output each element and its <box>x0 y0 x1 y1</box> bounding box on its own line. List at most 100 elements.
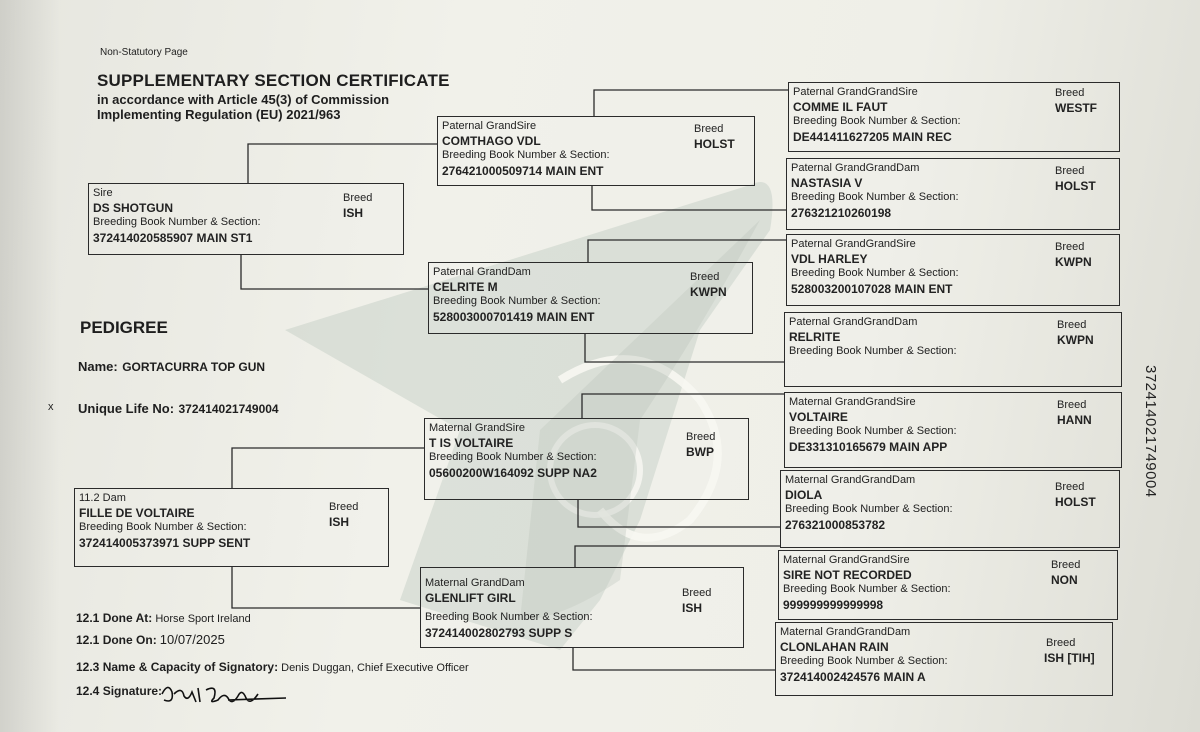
dam-book: 372414005373971 SUPP SENT <box>79 536 251 550</box>
ggp-name: COMME IL FAUT <box>793 100 888 114</box>
mgs-book-label: Breeding Book Number & Section: <box>429 451 597 463</box>
pgd-book-label: Breeding Book Number & Section: <box>433 295 601 307</box>
pgs-breed-label: Breed <box>694 123 724 135</box>
mgd-breed-label: Breed <box>682 587 712 599</box>
pgs-book-label: Breeding Book Number & Section: <box>442 149 610 161</box>
ggp-book-label: Breeding Book Number & Section: <box>783 583 951 595</box>
ulu-label: Unique Life No: <box>78 401 175 416</box>
pgd-name: CELRITE M <box>433 280 498 294</box>
ggp-role: Paternal GrandGrandDam <box>791 162 920 174</box>
mgs-breed: BWP <box>686 445 714 459</box>
ggp-name: DIOLA <box>785 488 823 502</box>
ggp-box: Paternal GrandGrandSire VDL HARLEY Breed… <box>786 234 1120 306</box>
ggp-name: RELRITE <box>789 330 841 344</box>
ggp-breed: KWPN <box>1055 255 1092 269</box>
ggp-breed-label: Breed <box>1055 87 1085 99</box>
mgd-role: Maternal GrandDam <box>425 577 525 589</box>
sire-book: 372414020585907 MAIN ST1 <box>93 231 253 245</box>
non-statutory-label: Non-Statutory Page <box>100 47 188 58</box>
dam-breed-label: Breed <box>329 501 359 513</box>
ggp-breed: HOLST <box>1055 179 1096 193</box>
mgs-book: 05600200W164092 SUPP NA2 <box>429 466 597 480</box>
handwritten-signature <box>161 686 287 703</box>
ggp-name: VDL HARLEY <box>791 252 868 266</box>
ggp-role: Paternal GrandGrandSire <box>793 86 918 98</box>
ggp-box: Paternal GrandGrandDam RELRITE Breeding … <box>784 312 1122 387</box>
ggp-role: Maternal GrandGrandDam <box>780 626 911 638</box>
done-on-value: 10/07/2025 <box>159 632 225 647</box>
horse-name-label: Name: <box>78 359 118 374</box>
pgd-breed-label: Breed <box>690 271 720 283</box>
pgd-role: Paternal GrandDam <box>433 266 531 278</box>
signature-row: 12.4 Signature: <box>76 684 162 698</box>
mgs-role: Maternal GrandSire <box>429 422 525 434</box>
done-on-label: 12.1 Done On: <box>76 633 157 647</box>
horse-name-row: Name: GORTACURRA TOP GUN <box>78 358 265 376</box>
paternal-grandsire-box: Paternal GrandSire COMTHAGO VDL Breeding… <box>437 116 755 186</box>
margin-mark: x <box>48 401 54 413</box>
ggp-name: CLONLAHAN RAIN <box>780 640 889 654</box>
ggp-breed-label: Breed <box>1046 637 1076 649</box>
ggp-role: Maternal GrandGrandSire <box>789 396 916 408</box>
ggp-breed: HANN <box>1057 413 1092 427</box>
mgd-book: 372414002802793 SUPP S <box>425 626 573 640</box>
mgd-breed: ISH <box>682 601 703 615</box>
sire-role: Sire <box>93 187 113 199</box>
ggp-book-label: Breeding Book Number & Section: <box>780 655 948 667</box>
ggp-book-label: Breeding Book Number & Section: <box>785 503 953 515</box>
dam-box: 11.2 Dam FILLE DE VOLTAIRE Breeding Book… <box>74 488 389 567</box>
pgd-book: 528003000701419 MAIN ENT <box>433 310 595 324</box>
ggp-book-label: Breeding Book Number & Section: <box>791 267 959 279</box>
ggp-box: Maternal GrandGrandSire VOLTAIRE Breedin… <box>784 392 1122 468</box>
sire-breed: ISH <box>343 206 364 220</box>
ggp-book: 999999999999998 <box>783 598 884 612</box>
maternal-granddam-box: Maternal GrandDam GLENLIFT GIRL Breeding… <box>420 567 744 648</box>
ggp-book: DE441411627205 MAIN REC <box>793 130 952 144</box>
signatory-label: 12.3 Name & Capacity of Signatory: <box>76 660 279 674</box>
ggp-breed: ISH [TIH] <box>1044 651 1095 665</box>
page-shadow <box>0 0 60 732</box>
dam-breed: ISH <box>329 515 350 529</box>
sire-name: DS SHOTGUN <box>93 201 174 215</box>
ggp-role: Paternal GrandGrandDam <box>789 316 918 328</box>
mgs-name: T IS VOLTAIRE <box>429 436 514 450</box>
horse-name-value: GORTACURRA TOP GUN <box>122 360 266 374</box>
ggp-role: Paternal GrandGrandSire <box>791 238 916 250</box>
ggp-breed: NON <box>1051 573 1078 587</box>
dam-book-label: Breeding Book Number & Section: <box>79 521 247 533</box>
ggp-breed: HOLST <box>1055 495 1096 509</box>
sire-breed-label: Breed <box>343 192 373 204</box>
done-on-row: 12.1 Done On: 10/07/2025 <box>76 632 225 647</box>
done-at-label: 12.1 Done At: <box>76 611 153 625</box>
signatory-value: Denis Duggan, Chief Executive Officer <box>281 662 469 674</box>
ggp-book: 528003200107028 MAIN ENT <box>791 282 953 296</box>
ggp-box: Maternal GrandGrandDam CLONLAHAN RAIN Br… <box>775 622 1113 696</box>
ggp-breed: WESTF <box>1055 101 1097 115</box>
certificate-subtitle-2: Implementing Regulation (EU) 2021/963 <box>97 107 341 122</box>
dam-role: 11.2 Dam <box>79 492 126 504</box>
ggp-breed-label: Breed <box>1051 559 1081 571</box>
maternal-grandsire-box: Maternal GrandSire T IS VOLTAIRE Breedin… <box>424 418 749 500</box>
pgd-breed: KWPN <box>690 285 727 299</box>
ggp-name: VOLTAIRE <box>789 410 848 424</box>
ggp-book: 276321000853782 <box>785 518 886 532</box>
pgs-role: Paternal GrandSire <box>442 120 537 132</box>
pgs-book: 276421000509714 MAIN ENT <box>442 164 604 178</box>
sire-box: Sire DS SHOTGUN Breeding Book Number & S… <box>88 183 404 255</box>
ulu-row: Unique Life No: 372414021749004 <box>78 400 279 418</box>
ggp-role: Maternal GrandGrandDam <box>785 474 916 486</box>
pedigree-heading: PEDIGREE <box>80 318 168 337</box>
pgs-name: COMTHAGO VDL <box>442 134 541 148</box>
ggp-breed-label: Breed <box>1057 399 1087 411</box>
ggp-breed: KWPN <box>1057 333 1094 347</box>
ggp-book-label: Breeding Book Number & Section: <box>791 191 959 203</box>
ggp-book-label: Breeding Book Number & Section: <box>793 115 961 127</box>
ggp-breed-label: Breed <box>1057 319 1087 331</box>
certificate-subtitle-1: in accordance with Article 45(3) of Comm… <box>97 92 390 107</box>
done-at-row: 12.1 Done At: Horse Sport Ireland <box>76 611 251 625</box>
certificate-title: SUPPLEMENTARY SECTION CERTIFICATE <box>97 71 450 90</box>
done-at-value: Horse Sport Ireland <box>155 613 251 625</box>
ggp-box: Paternal GrandGrandDam NASTASIA V Breedi… <box>786 158 1120 230</box>
